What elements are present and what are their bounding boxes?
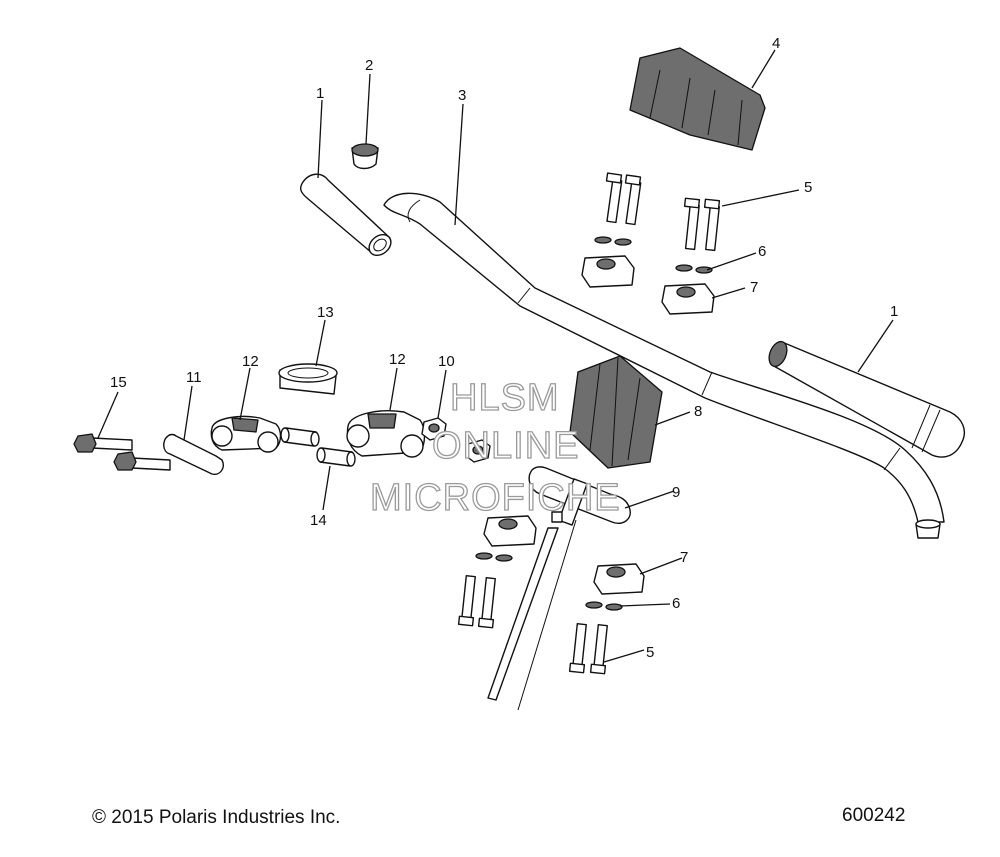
- callout-6-lower: 6: [672, 595, 680, 612]
- riser-block: [569, 355, 663, 469]
- handlebar: [383, 192, 945, 523]
- callout-13: 13: [317, 304, 334, 321]
- callout-5-lower: 5: [646, 644, 654, 661]
- grip-left: [299, 173, 392, 257]
- callout-6-upper: 6: [758, 243, 766, 260]
- watermark-line1: HLSM: [450, 377, 560, 419]
- callout-1-left-grip: 1: [316, 85, 324, 102]
- callout-labels: 1 2 3 4 5 6 7 1 13 12 10 12 8 15 11 9 14…: [110, 35, 898, 661]
- callout-15: 15: [110, 374, 127, 391]
- watermark-line3: MICROFICHE: [370, 477, 621, 519]
- bolts-lower-left: [457, 575, 496, 629]
- washers-upper: [594, 236, 713, 274]
- clamp-plate: [163, 433, 224, 475]
- clamp-left: [210, 415, 282, 453]
- copyright-notice: © 2015 Polaris Industries Inc.: [92, 807, 341, 828]
- callout-4: 4: [772, 35, 780, 52]
- nuts: [421, 417, 491, 463]
- callout-8: 8: [694, 403, 702, 420]
- leader-lines: [97, 49, 894, 663]
- steering-post: [487, 466, 631, 711]
- bolts-upper-left: [605, 172, 642, 226]
- washers-lower: [475, 552, 623, 611]
- end-cap: [351, 143, 379, 170]
- clamp-caps-lower: [483, 515, 645, 595]
- bushing-ring: [278, 363, 338, 395]
- clamp-caps-upper: [581, 255, 715, 315]
- grip-right: [768, 340, 966, 458]
- clamp-right: [346, 410, 426, 458]
- callout-10: 10: [438, 353, 455, 370]
- end-plug-right: [915, 519, 941, 539]
- callout-12-right: 12: [389, 351, 406, 368]
- bolts-lower-right: [568, 623, 608, 675]
- spacer-upper: [280, 427, 320, 447]
- clamp-bolts: [73, 433, 171, 471]
- watermark: HLSM ONLINE MICROFICHE: [369, 376, 621, 519]
- callout-11: 11: [186, 369, 202, 386]
- callout-5-upper: 5: [804, 179, 812, 196]
- spacer-lower: [316, 447, 356, 467]
- figure-number: 600242: [842, 805, 906, 826]
- callout-3: 3: [458, 87, 466, 104]
- callout-7-upper: 7: [750, 279, 758, 296]
- callout-9: 9: [672, 484, 680, 501]
- watermark-line2: ONLINE: [432, 425, 579, 467]
- bolts-upper-right: [683, 197, 721, 252]
- callout-7-lower: 7: [680, 549, 688, 566]
- handlebar-cover: [629, 47, 766, 151]
- callout-2: 2: [365, 57, 373, 74]
- callout-12-left: 12: [242, 353, 259, 370]
- callout-14: 14: [310, 512, 327, 529]
- callout-1-right-grip: 1: [890, 303, 898, 320]
